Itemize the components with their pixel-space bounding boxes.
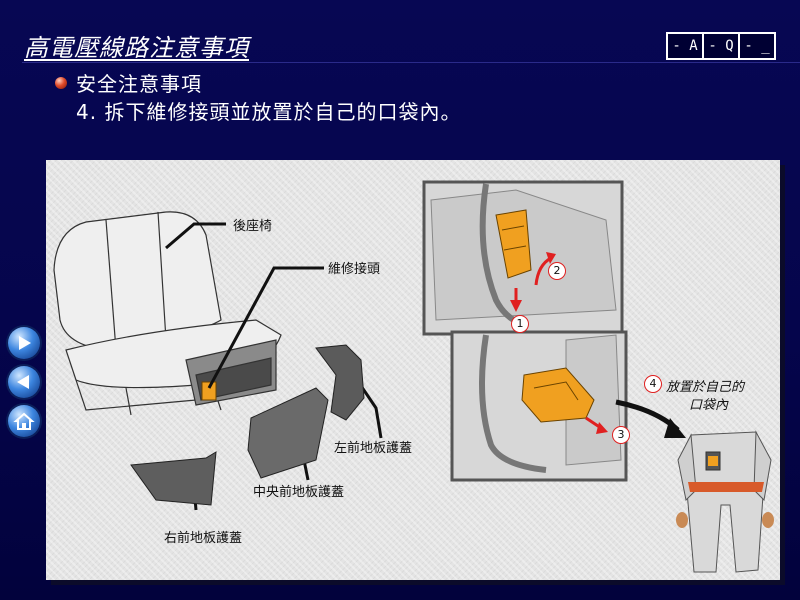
- pocket-label-line1: 放置於自己的: [666, 380, 745, 395]
- home-button[interactable]: [8, 405, 40, 437]
- shortcut-underscore-button[interactable]: - _: [744, 38, 770, 54]
- forward-button[interactable]: [8, 327, 40, 359]
- back-icon: [17, 375, 29, 389]
- slide-title: 高電壓線路注意事項: [24, 34, 249, 62]
- inset-remove-plug: [422, 180, 624, 336]
- title-rule: [22, 62, 800, 63]
- center-cover-illustration: [247, 387, 329, 479]
- home-icon: [13, 412, 35, 430]
- illustration-panel: 1 2 3 4 後座椅 維修接頭 左前地板護蓋 中央前地板護蓋 右前地板護蓋 放…: [46, 160, 780, 580]
- shortcut-q-button[interactable]: - Q: [704, 34, 740, 58]
- worker-illustration: [676, 430, 774, 573]
- service-plug-label: 維修接頭: [328, 262, 381, 277]
- center-cover-label: 中央前地板護蓋: [253, 485, 345, 500]
- left-cover-illustration: [315, 344, 365, 421]
- illustration-canvas: [53, 180, 774, 573]
- rear-seat-label: 後座椅: [233, 219, 273, 234]
- step-circle-4: 4: [644, 375, 662, 393]
- inset-pocket-plug: [450, 330, 628, 482]
- step-circle-2: 2: [548, 262, 566, 280]
- shortcut-bar: - A - Q - _: [666, 32, 776, 60]
- forward-icon: [19, 336, 31, 350]
- rear-seat-illustration: [53, 211, 282, 416]
- step-circle-1: 1: [511, 315, 529, 333]
- pocket-arrowhead: [664, 418, 686, 438]
- back-button[interactable]: [8, 366, 40, 398]
- shortcut-a-button[interactable]: - A: [668, 34, 704, 58]
- bullet-icon: [55, 77, 67, 89]
- step-circle-3: 3: [612, 426, 630, 444]
- pocket-label-line2: 口袋內: [689, 398, 729, 413]
- service-plug-marker: [201, 381, 217, 401]
- right-cover-illustration: [130, 451, 217, 506]
- section-heading: 安全注意事項: [76, 72, 202, 96]
- step-text: 4. 拆下維修接頭並放置於自己的口袋內。: [76, 100, 462, 124]
- right-cover-label: 右前地板護蓋: [164, 531, 243, 546]
- left-cover-label: 左前地板護蓋: [334, 441, 413, 456]
